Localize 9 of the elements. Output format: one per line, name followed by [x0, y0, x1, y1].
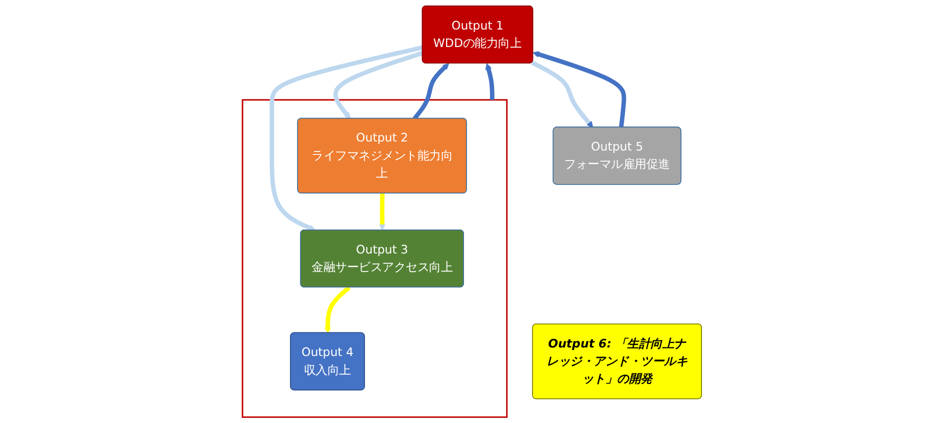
arrow — [412, 63, 450, 120]
cluster — [242, 99, 508, 418]
arrow — [324, 286, 351, 334]
arrow — [530, 60, 594, 128]
arrow — [270, 45, 424, 232]
arrow — [379, 193, 386, 231]
arrow — [333, 50, 424, 119]
arrow — [485, 63, 494, 100]
arrow — [532, 51, 626, 128]
